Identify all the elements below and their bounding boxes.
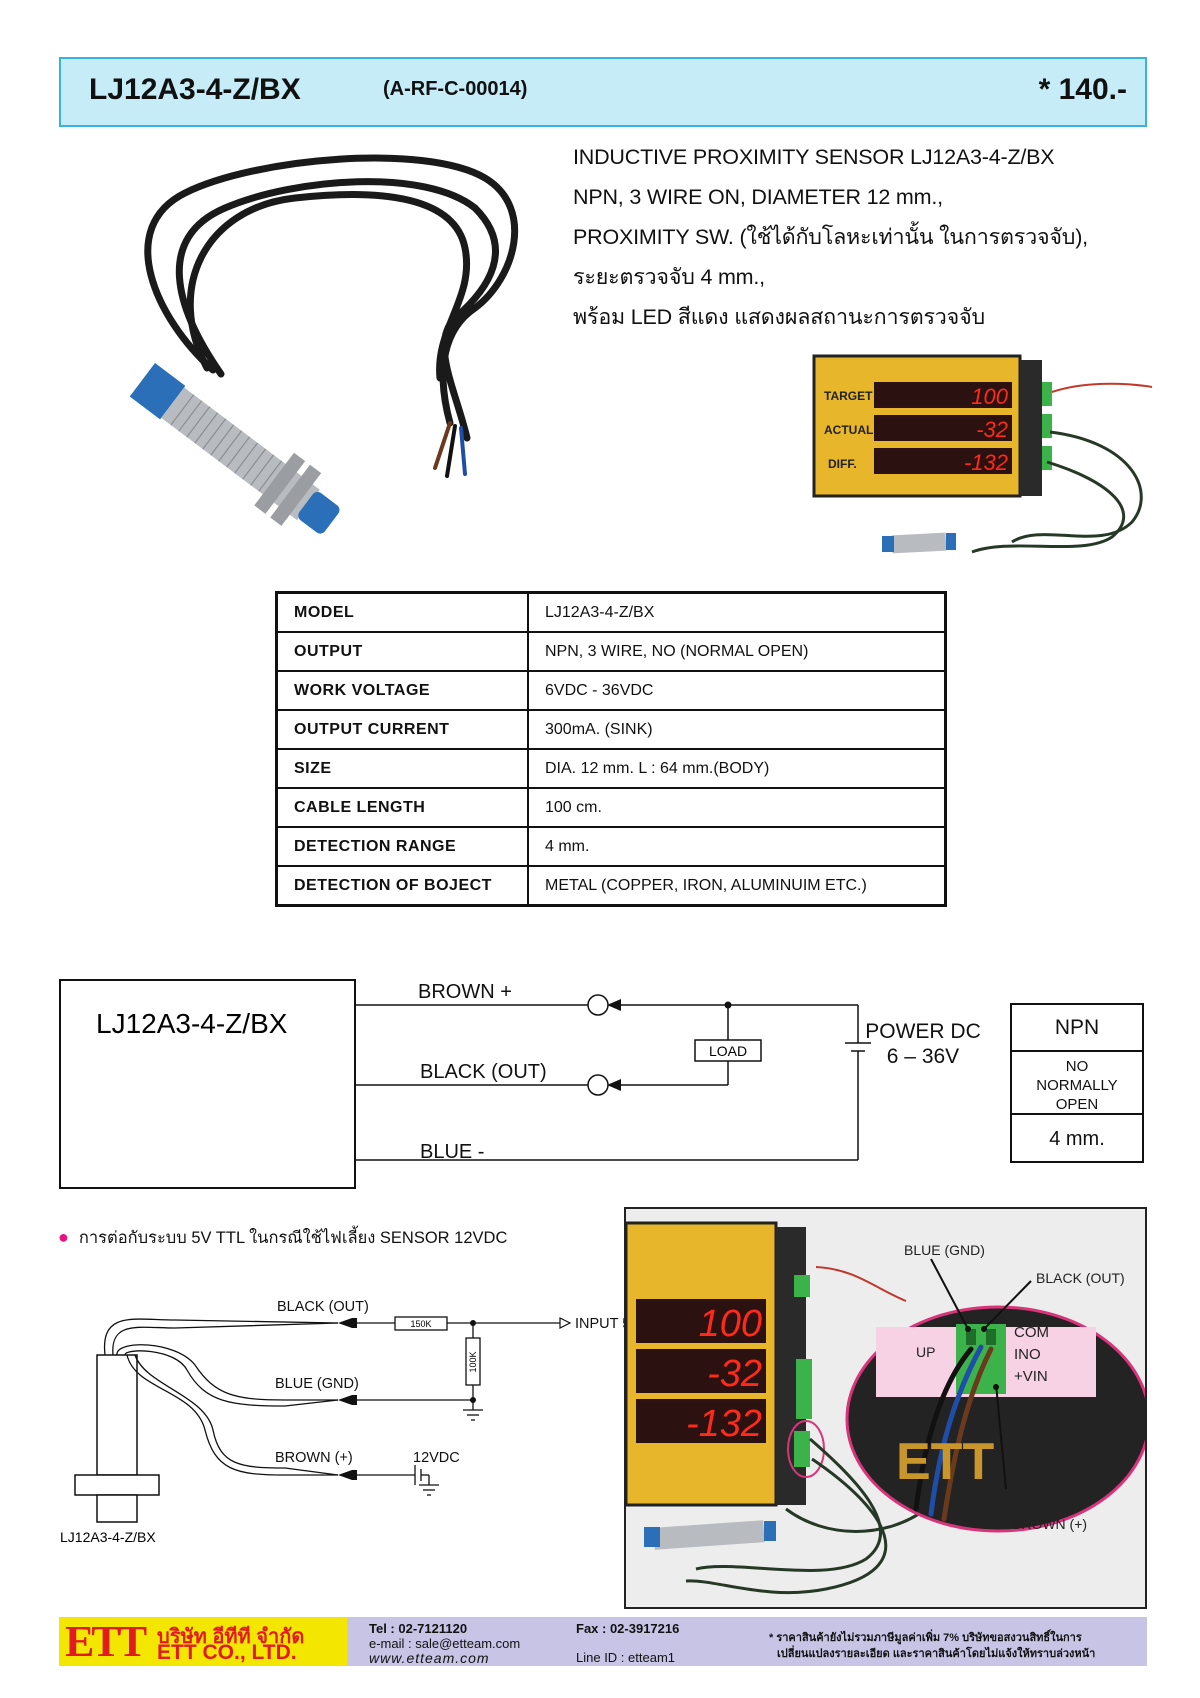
ttl-brown-label: BROWN (+) xyxy=(275,1450,353,1466)
panel-value-actual: -32 xyxy=(976,417,1008,442)
terminal-circle xyxy=(587,994,609,1016)
table-row: DETECTION OF BOJECT METAL (COPPER, IRON,… xyxy=(275,865,947,907)
ttl-blue-label: BLUE (GND) xyxy=(275,1376,359,1392)
npn-mode: NO NORMALLY OPEN xyxy=(1012,1052,1142,1115)
npn-title: NPN xyxy=(1012,1005,1142,1052)
install-blue-label: BLUE (GND) xyxy=(904,1242,985,1258)
install-value-target: 100 xyxy=(699,1303,762,1345)
power-label: POWER DC xyxy=(865,1020,981,1043)
product-model: LJ12A3-4-Z/BX xyxy=(89,73,301,106)
spec-value: LJ12A3-4-Z/BX xyxy=(527,591,947,633)
spec-table: MODEL LJ12A3-4-Z/BX OUTPUT NPN, 3 WIRE, … xyxy=(275,591,947,907)
install-logo: ETT xyxy=(896,1433,994,1491)
spec-label: SIZE xyxy=(275,748,529,789)
sensor-block xyxy=(59,979,356,1189)
table-row: SIZE DIA. 12 mm. L : 64 mm.(BODY) xyxy=(275,748,947,789)
install-brown-label: BROWN (+) xyxy=(1012,1516,1087,1532)
install-black-label: BLACK (OUT) xyxy=(1036,1270,1125,1286)
panel-value-target: 100 xyxy=(971,384,1008,409)
spec-value: 6VDC - 36VDC xyxy=(527,670,947,711)
contact-email[interactable]: e-mail : sale@etteam.com xyxy=(369,1636,521,1651)
install-value-actual: -32 xyxy=(707,1353,762,1395)
price-note: เปลี่ยนแปลงรายละเอียด และราคาสินค้าโดยไม… xyxy=(777,1648,1096,1660)
ttl-input-label: INPUT 5V xyxy=(575,1316,635,1332)
contact-line-id: Line ID : etteam1 xyxy=(576,1650,675,1665)
display-panel-photo: TARGET ACTUAL DIFF. 100 -32 -132 xyxy=(812,354,1153,554)
npn-range: 4 mm. xyxy=(1049,1128,1105,1150)
panel-label-diff: DIFF. xyxy=(828,457,857,471)
spec-label: CABLE LENGTH xyxy=(275,787,529,828)
black-wire-label: BLACK (OUT) xyxy=(420,1061,547,1083)
spec-value: DIA. 12 mm. L : 64 mm.(BODY) xyxy=(527,748,947,789)
table-row: MODEL LJ12A3-4-Z/BX xyxy=(275,591,947,633)
spec-value: NPN, 3 WIRE, NO (NORMAL OPEN) xyxy=(527,631,947,672)
header-bar: LJ12A3-4-Z/BX (A-RF-C-00014) * 140.- xyxy=(59,57,1147,127)
contact-tel: Tel : 02-7121120 xyxy=(369,1621,468,1636)
brown-wire-label: BROWN + xyxy=(418,981,512,1003)
ttl-supply-label: 12VDC xyxy=(413,1450,460,1466)
spec-value: 100 cm. xyxy=(527,787,947,828)
product-price: * 140.- xyxy=(1038,73,1127,106)
sensor-photo xyxy=(129,154,519,534)
description-line: พร้อม LED สีแดง แสดงผลสถานะการตรวจจับ xyxy=(573,305,985,329)
contact-fax: Fax : 02-3917216 xyxy=(576,1621,680,1636)
description-line: ระยะตรวจจับ 4 mm., xyxy=(573,265,765,289)
ttl-model-label: LJ12A3-4-Z/BX xyxy=(60,1529,156,1545)
spec-label: OUTPUT CURRENT xyxy=(275,709,529,750)
table-row: WORK VOLTAGE 6VDC - 36VDC xyxy=(275,670,947,711)
spec-value: METAL (COPPER, IRON, ALUMINUIM ETC.) xyxy=(527,865,947,907)
terminal-circle xyxy=(587,1074,609,1096)
load-label: LOAD xyxy=(709,1043,747,1059)
company-logo: ETT xyxy=(65,1617,147,1666)
table-row: CABLE LENGTH 100 cm. xyxy=(275,787,947,828)
price-note: * ราคาสินค้ายังไม่รวมภาษีมูลค่าเพิ่ม 7% … xyxy=(769,1632,1082,1644)
spec-value: 300mA. (SINK) xyxy=(527,709,947,750)
install-value-diff: -132 xyxy=(686,1403,762,1445)
bullet-icon: ● xyxy=(58,1227,69,1247)
install-up-label: UP xyxy=(916,1344,935,1360)
product-description: INDUCTIVE PROXIMITY SENSOR LJ12A3-4-Z/BX… xyxy=(573,137,1173,337)
spec-value: 4 mm. xyxy=(527,826,947,867)
resistor-100k-label: 100K xyxy=(468,1351,478,1372)
ttl-note-text: การต่อกับระบบ 5V TTL ในกรณีใช้ไฟเลี้ยง S… xyxy=(78,1229,508,1247)
spec-label: DETECTION RANGE xyxy=(275,826,529,867)
resistor-150k-label: 150K xyxy=(410,1319,431,1329)
ttl-note: ● การต่อกับระบบ 5V TTL ในกรณีใช้ไฟเลี้ยง … xyxy=(58,1225,507,1251)
ttl-wiring-diagram: LJ12A3-4-Z/BX 150K 100K B xyxy=(60,1299,635,1545)
panel-label-actual: ACTUAL xyxy=(824,423,873,437)
spec-label: DETECTION OF BOJECT xyxy=(275,865,529,907)
panel-value-diff: -132 xyxy=(964,450,1008,475)
panel-label-target: TARGET xyxy=(824,389,873,403)
table-row: OUTPUT CURRENT 300mA. (SINK) xyxy=(275,709,947,750)
terminal-vin-label: +VIN xyxy=(1014,1368,1048,1385)
product-code: (A-RF-C-00014) xyxy=(383,78,528,100)
spec-label: OUTPUT xyxy=(275,631,529,672)
ttl-black-label: BLACK (OUT) xyxy=(277,1299,369,1315)
wiring-model-label: LJ12A3-4-Z/BX xyxy=(96,1008,288,1039)
installation-photo: 100 -32 -132 UP COM INO +VIN xyxy=(624,1207,1147,1609)
spec-label: MODEL xyxy=(275,591,529,633)
blue-wire-label: BLUE - xyxy=(420,1141,484,1163)
description-line: NPN, 3 WIRE ON, DIAMETER 12 mm., xyxy=(573,185,943,209)
company-name-en: ETT CO., LTD. xyxy=(157,1641,297,1664)
company-name-th: บริษัท อีทีที จำกัด xyxy=(157,1626,305,1648)
table-row: OUTPUT NPN, 3 WIRE, NO (NORMAL OPEN) xyxy=(275,631,947,672)
terminal-ino-label: INO xyxy=(1014,1346,1041,1363)
footer: ETT บริษัท อีทีที จำกัด ETT CO., LTD. Te… xyxy=(59,1617,1147,1666)
wiring-diagram: LJ12A3-4-Z/BX LOAD BROWN + BLACK (OUT) B… xyxy=(59,979,981,1189)
contact-block: Tel : 02-7121120 e-mail : sale@etteam.co… xyxy=(347,1617,1147,1666)
npn-info-box: NPN NO NORMALLY OPEN 4 mm. xyxy=(1010,1003,1144,1163)
contact-website[interactable]: www.etteam.com xyxy=(369,1650,490,1666)
company-logo-block: ETT บริษัท อีทีที จำกัด ETT CO., LTD. xyxy=(59,1617,347,1666)
table-row: DETECTION RANGE 4 mm. xyxy=(275,826,947,867)
description-line: INDUCTIVE PROXIMITY SENSOR LJ12A3-4-Z/BX xyxy=(573,145,1055,169)
power-range-label: 6 – 36V xyxy=(887,1045,959,1068)
terminal-com-label: COM xyxy=(1014,1324,1049,1341)
description-line: PROXIMITY SW. (ใช้ได้กับโลหะเท่านั้น ในก… xyxy=(573,225,1088,249)
spec-label: WORK VOLTAGE xyxy=(275,670,529,711)
